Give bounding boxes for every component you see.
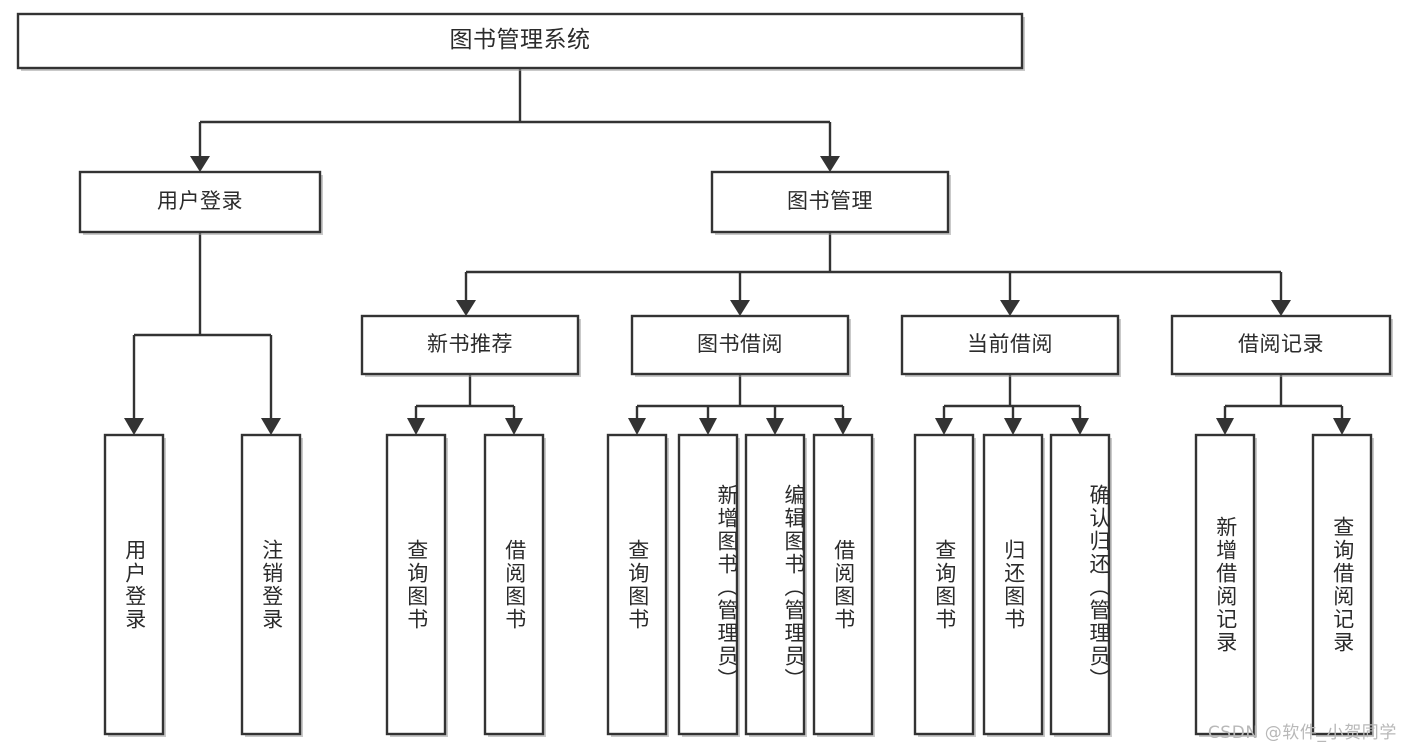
leaf-query-book-1-box[interactable] (385, 433, 447, 736)
arrow-current-borrow (1000, 300, 1020, 316)
arrow-leaf-query-book-2 (628, 418, 646, 435)
arrow-leaf-confirm-return (1071, 418, 1089, 435)
arrow-borrow-record (1271, 300, 1291, 316)
arrow-leaf-borrow-book-2 (834, 418, 852, 435)
arrow-leaf-borrow-book-1 (505, 418, 523, 435)
leaf-add-book-box[interactable] (677, 433, 739, 736)
connector-group-root (190, 68, 840, 172)
connector-group-book-borrow (628, 374, 852, 435)
leaf-borrow-book-2-box[interactable] (812, 433, 874, 736)
connector-group-new-book-rec (407, 374, 523, 435)
leaf-borrow-book-1-box[interactable] (483, 433, 545, 736)
arrow-leaf-query-book-3 (935, 418, 953, 435)
leaf-add-record-box[interactable] (1194, 433, 1256, 736)
book-manage-box[interactable] (710, 170, 950, 234)
arrow-leaf-user-logout (261, 418, 281, 435)
arrow-leaf-user-login (124, 418, 144, 435)
arrow-book-borrow (730, 300, 750, 316)
leaf-user-login-box[interactable] (103, 433, 165, 736)
leaf-query-record-box[interactable] (1311, 433, 1373, 736)
arrow-leaf-add-record (1216, 418, 1234, 435)
connector-group-book-manage (456, 232, 1291, 316)
connector-group-borrow-record (1216, 374, 1351, 435)
arrow-leaf-return-book (1004, 418, 1022, 435)
leaf-edit-book-box[interactable] (744, 433, 806, 736)
leaf-query-book-2-box[interactable] (606, 433, 668, 736)
leaf-user-logout-box[interactable] (240, 433, 302, 736)
arrow-book-manage (820, 156, 840, 172)
root-box[interactable] (16, 12, 1024, 70)
book-borrow-box[interactable] (630, 314, 850, 376)
arrow-leaf-add-book (699, 418, 717, 435)
leaf-confirm-return-box[interactable] (1049, 433, 1111, 736)
connector-group-user-login (124, 232, 281, 435)
new-book-rec-box[interactable] (360, 314, 580, 376)
arrow-leaf-query-book-1 (407, 418, 425, 435)
current-borrow-box[interactable] (900, 314, 1120, 376)
arrow-leaf-edit-book (766, 418, 784, 435)
node-boxes (16, 12, 1393, 737)
csdn-watermark: CSDN @软件_小贺同学 (1207, 723, 1397, 743)
arrow-user-login (190, 156, 210, 172)
arrow-leaf-query-record (1333, 418, 1351, 435)
borrow-record-box[interactable] (1170, 314, 1392, 376)
leaf-query-book-3-box[interactable] (913, 433, 975, 736)
arrow-new-book-rec (456, 300, 476, 316)
user-login-box[interactable] (78, 170, 322, 234)
leaf-return-book-box[interactable] (982, 433, 1044, 736)
connector-group-current-borrow (935, 374, 1089, 435)
